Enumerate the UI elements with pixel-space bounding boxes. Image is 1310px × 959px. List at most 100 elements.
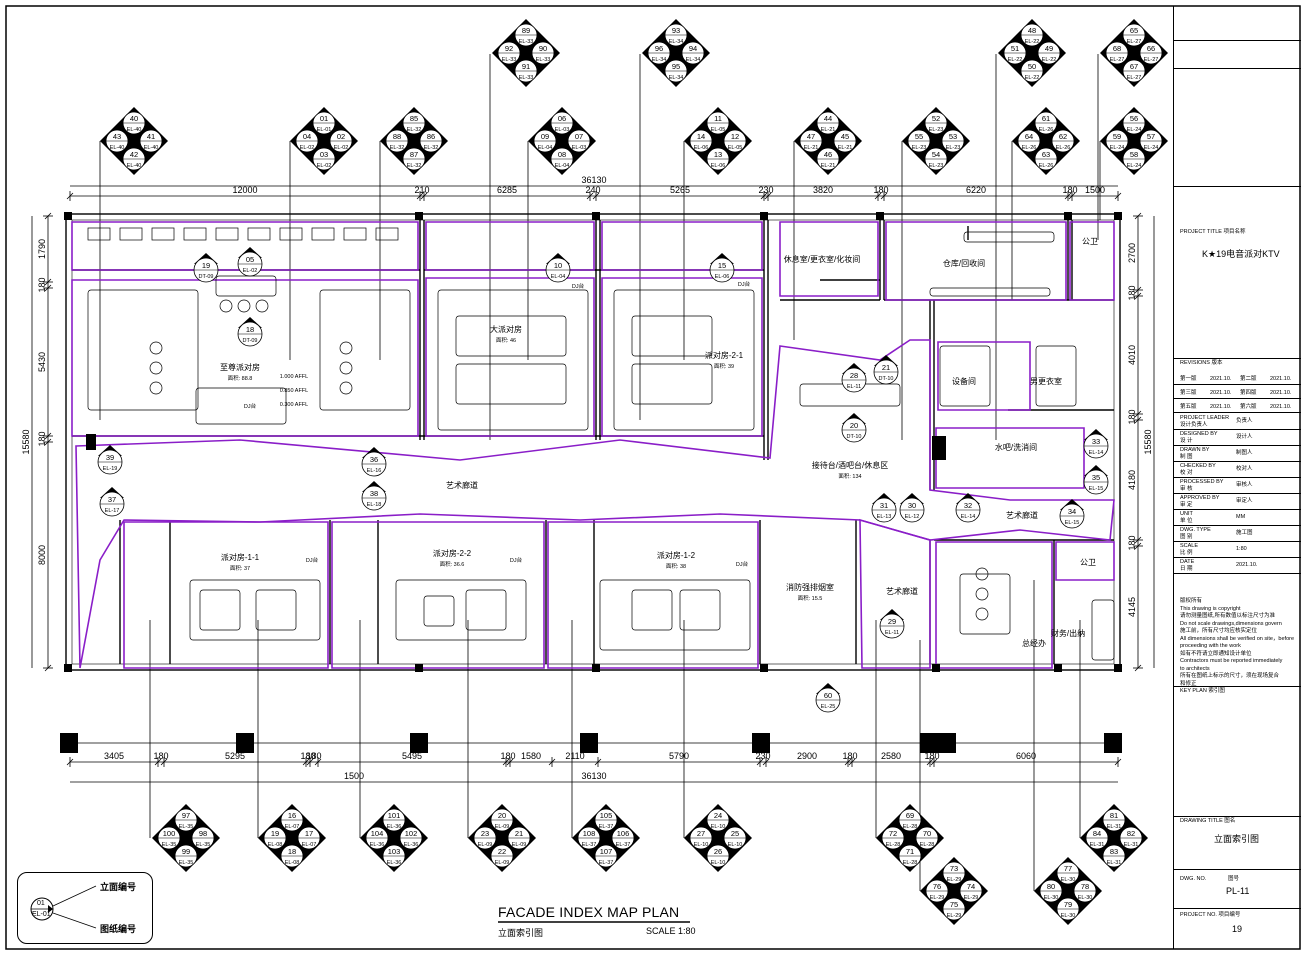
level-mark: 0.850 AFFL — [280, 388, 308, 394]
level-mark: DJ台 — [510, 556, 523, 564]
furniture — [959, 573, 1011, 635]
legend-elevation-label: 立面编号 — [100, 882, 137, 892]
elevation-sheet: EL-08 — [268, 842, 283, 848]
furniture — [255, 589, 297, 631]
marker-number: 37 — [108, 495, 116, 504]
bottom-dim-label: 180 — [842, 751, 857, 761]
elevation-sheet: EL-21 — [804, 145, 819, 151]
room-boundary — [779, 221, 879, 297]
structural-column — [415, 664, 423, 672]
elevation-sheet: EL-27 — [1110, 57, 1125, 63]
elevation-number: 89 — [522, 26, 530, 35]
elevation-number: 62 — [1059, 132, 1067, 141]
elevation-sheet: EL-09 — [478, 842, 493, 848]
note-line: Contractors must be reported immediately — [1180, 658, 1283, 664]
elevation-sheet: EL-23 — [929, 127, 944, 133]
elevation-number: 82 — [1127, 829, 1135, 838]
marker-sheet: EL-13 — [877, 514, 892, 520]
revision-cell: 第六版 — [1240, 404, 1257, 410]
revision-cell: 2021.10. — [1270, 390, 1292, 396]
room-label: 水吧/洗消间 — [995, 442, 1037, 452]
seat — [149, 361, 163, 375]
role-value: 施工图 — [1236, 530, 1253, 536]
elevation-sheet: EL-24 — [1144, 145, 1159, 151]
elevation-diamond-icon — [380, 107, 448, 175]
bottom-sub-dim: 1500 — [344, 771, 364, 781]
left-dim-label: 8000 — [37, 545, 47, 565]
room-boundary — [937, 341, 1031, 411]
structural-column — [760, 664, 768, 672]
elevation-sheet: EL-31 — [1124, 842, 1139, 848]
role-en: PROJECT LEADER — [1180, 415, 1230, 421]
structural-column — [64, 212, 72, 220]
role-cn: 校 对 — [1180, 470, 1193, 476]
grid-column — [920, 733, 956, 753]
elevation-number: 16 — [288, 811, 296, 820]
elevation-sheet: EL-36 — [387, 824, 402, 830]
elevation-sheet: EL-26 — [1056, 145, 1071, 151]
right-dim-label: 180 — [1127, 409, 1137, 424]
furniture — [631, 315, 713, 357]
elevation-number: 65 — [1130, 26, 1138, 35]
elevation-sheet: EL-30 — [1061, 913, 1076, 919]
marker-sheet: EL-19 — [103, 466, 118, 472]
elevation-sheet: EL-22 — [1042, 57, 1057, 63]
role-value: 负责人 — [1236, 418, 1253, 424]
elevation-sheet: EL-34 — [669, 75, 684, 81]
elevation-number: 52 — [932, 114, 940, 123]
elevation-number: 70 — [923, 829, 931, 838]
elevation-diamond-icon — [642, 19, 710, 87]
elevation-number: 75 — [950, 900, 958, 909]
fixture — [215, 227, 239, 241]
elevation-sheet: EL-40 — [127, 127, 142, 133]
bottom-dim-label: 5295 — [225, 751, 245, 761]
seat — [975, 607, 989, 621]
elevation-number: 84 — [1093, 829, 1101, 838]
structural-column — [932, 436, 946, 460]
elevation-diamond-icon — [1012, 107, 1080, 175]
note-line: 版权所有 — [1180, 598, 1203, 604]
grid-column — [236, 733, 254, 753]
elevation-number: 72 — [889, 829, 897, 838]
grid-column — [580, 733, 598, 753]
elevation-sheet: EL-34 — [686, 57, 701, 63]
elevation-number: 73 — [950, 864, 958, 873]
fixture — [183, 227, 207, 241]
elevation-diamond-icon — [1034, 857, 1102, 925]
elevation-diamond-icon — [360, 804, 428, 872]
elevation-sheet: EL-04 — [538, 145, 553, 151]
elevation-number: 17 — [305, 829, 313, 838]
tb-revisions-label: REVISIONS 版本 — [1180, 360, 1223, 366]
top-dim-label: 180 — [1062, 185, 1077, 195]
fixture — [247, 227, 271, 241]
note-line: 如有不符请立即通知设计单位 — [1180, 650, 1252, 657]
elevation-number: 48 — [1028, 26, 1036, 35]
elevation-number: 51 — [1011, 44, 1019, 53]
bottom-dim-label: 2580 — [881, 751, 901, 761]
elevation-number: 102 — [405, 829, 418, 838]
note-line: 和修正 — [1180, 680, 1197, 687]
room-boundary — [331, 521, 545, 669]
room-area: 面积: 46 — [496, 337, 516, 344]
right-dim-label: 180 — [1127, 535, 1137, 550]
elevation-number: 95 — [672, 62, 680, 71]
bottom-dim-label: 180 — [153, 751, 168, 761]
legend-sheet-label: 图纸编号 — [100, 924, 137, 934]
seat — [339, 361, 353, 375]
tb-dwg-no: PL-11 — [1226, 886, 1250, 896]
elevation-sheet: EL-26 — [1022, 145, 1037, 151]
elevation-sheet: EL-06 — [711, 163, 726, 169]
elevation-number: 79 — [1064, 900, 1072, 909]
